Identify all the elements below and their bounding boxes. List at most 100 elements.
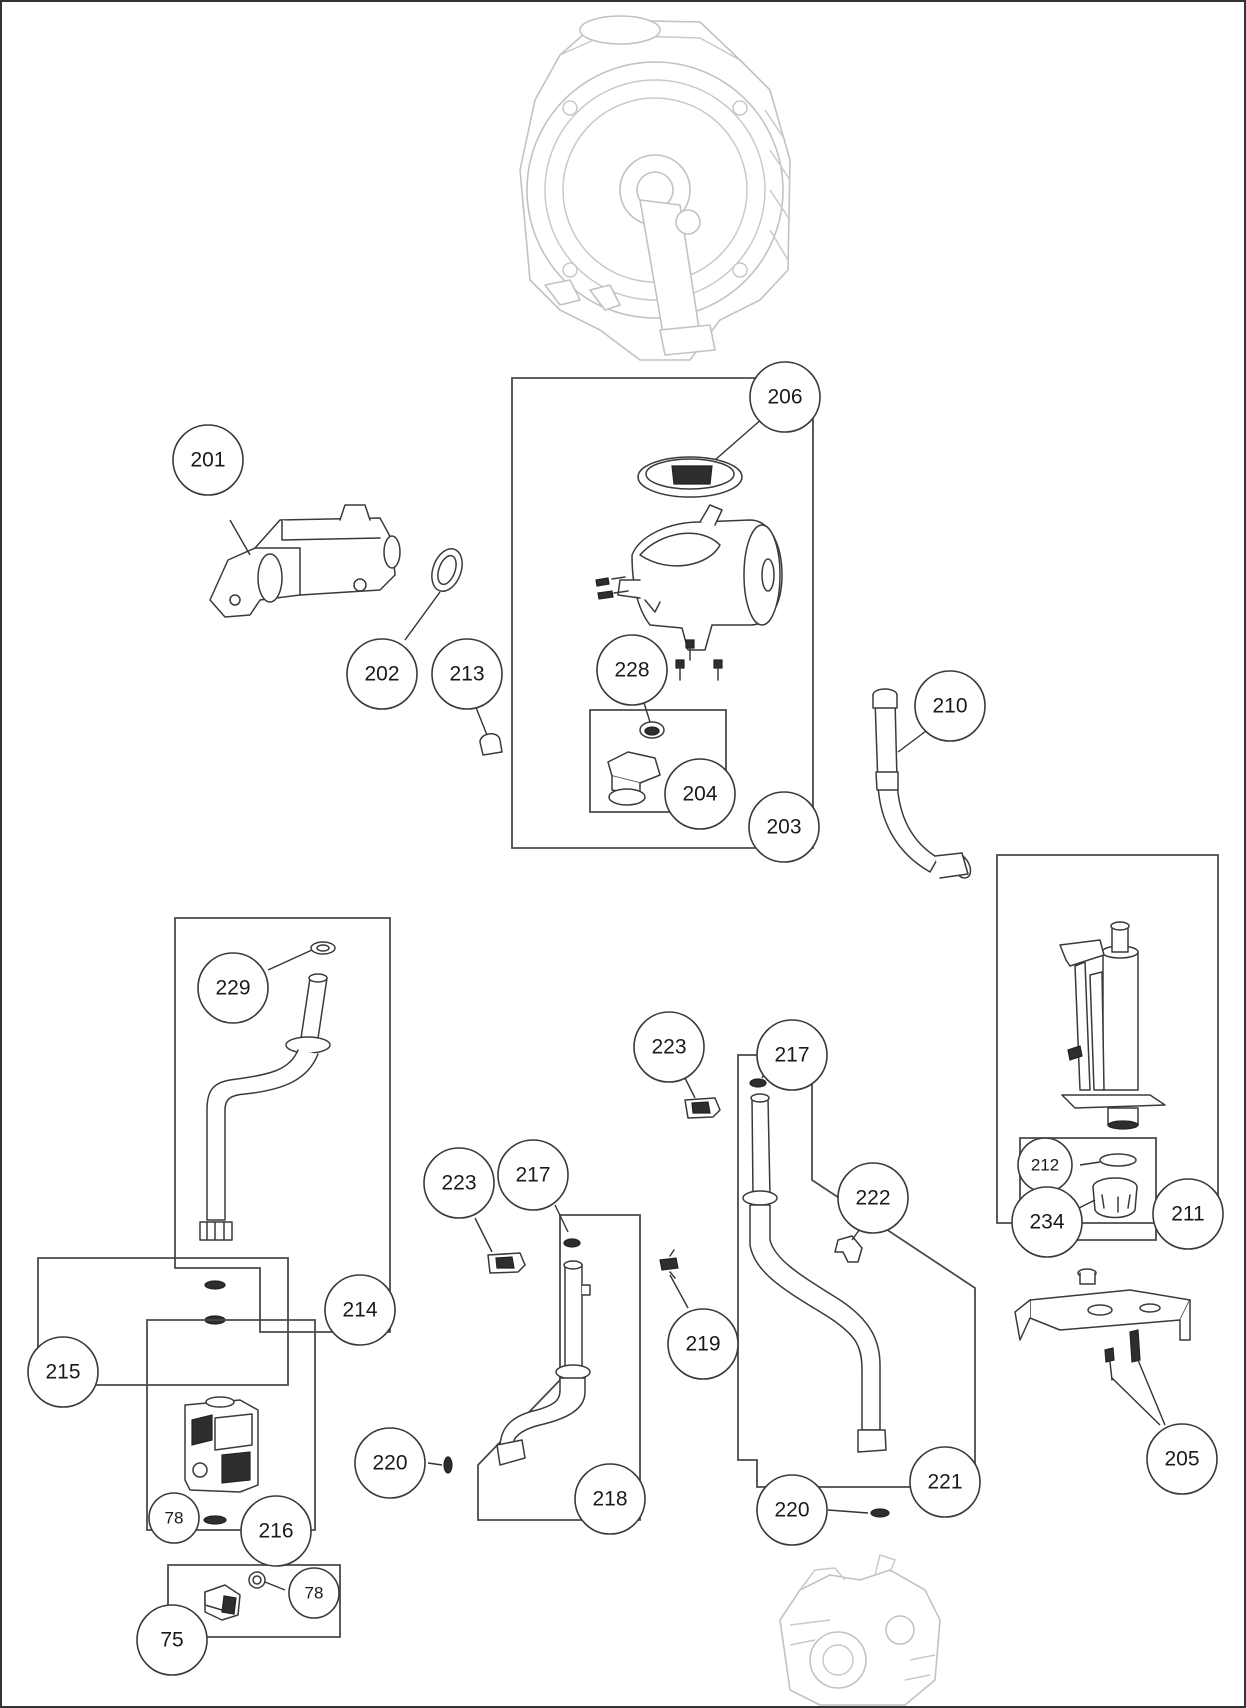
svg-text:222: 222 (855, 1187, 890, 1210)
svg-text:223: 223 (651, 1036, 686, 1059)
callout-220-b: 220 (756, 1474, 828, 1546)
svg-text:213: 213 (449, 663, 484, 686)
part-210-flue-pipe (872, 688, 972, 879)
svg-text:202: 202 (364, 663, 399, 686)
part-213-cap (479, 733, 503, 756)
callout-78-b: 78 (288, 1567, 340, 1619)
part-228-seal (639, 721, 665, 739)
callout-229: 229 (197, 952, 269, 1024)
valve-washer-78 (203, 1515, 227, 1525)
leader-201 (229, 519, 251, 556)
fan-body (617, 504, 783, 651)
part-78-ring (248, 1571, 266, 1589)
heating-return-pipe (742, 1093, 887, 1453)
svg-text:204: 204 (682, 783, 717, 806)
part-222-clip (834, 1235, 863, 1263)
leader-206 (714, 417, 764, 461)
callout-213: 213 (431, 638, 503, 710)
callout-214: 214 (324, 1274, 396, 1346)
part-229-washer (310, 941, 336, 955)
leader-217a (554, 1204, 569, 1233)
svg-text:75: 75 (160, 1629, 183, 1652)
leader-229 (267, 949, 313, 971)
callout-234: 234 (1011, 1186, 1083, 1258)
siphon-body (1059, 921, 1166, 1130)
frame-203 (511, 377, 814, 849)
callout-221: 221 (909, 1446, 981, 1518)
svg-text:212: 212 (1031, 1156, 1059, 1175)
callout-211: 211 (1152, 1178, 1224, 1250)
callout-220-a: 220 (354, 1427, 426, 1499)
frame-214 (174, 917, 391, 1333)
callout-217-a: 217 (497, 1139, 569, 1211)
svg-text:78: 78 (305, 1584, 324, 1603)
leader-220a (427, 1462, 443, 1466)
callout-222: 222 (837, 1162, 909, 1234)
part-223-clip-b (684, 1097, 721, 1119)
part-204-nonreturn-valve (607, 751, 661, 806)
callout-223-b: 223 (633, 1011, 705, 1083)
part-220-oring-a (443, 1456, 453, 1474)
svg-text:234: 234 (1029, 1211, 1064, 1234)
callout-215: 215 (27, 1336, 99, 1408)
frame-216 (146, 1319, 316, 1531)
callout-210: 210 (914, 670, 986, 742)
hydraulic-block-ghost (779, 1554, 941, 1706)
leader-213 (474, 704, 488, 736)
leader-220b (827, 1509, 869, 1514)
svg-text:218: 218 (592, 1488, 627, 1511)
part-219-clip (659, 1249, 679, 1279)
part-202-ring (431, 548, 463, 592)
heating-flow-pipe (496, 1260, 591, 1466)
part-234-siphon-cup (1092, 1177, 1138, 1219)
svg-text:201: 201 (190, 449, 225, 472)
callout-206: 206 (749, 361, 821, 433)
leader-219 (669, 1274, 689, 1309)
svg-text:214: 214 (342, 1299, 377, 1322)
svg-text:217: 217 (774, 1044, 809, 1067)
frame-215 (37, 1257, 289, 1386)
gas-valve (184, 1396, 259, 1493)
svg-text:229: 229 (215, 977, 250, 1000)
callout-212: 212 (1017, 1137, 1073, 1193)
callout-75: 75 (136, 1604, 208, 1676)
svg-text:220: 220 (774, 1499, 809, 1522)
svg-text:220: 220 (372, 1452, 407, 1475)
part-212-seal (1099, 1153, 1137, 1167)
callout-202: 202 (346, 638, 418, 710)
svg-text:78: 78 (165, 1509, 184, 1528)
callout-228: 228 (596, 634, 668, 706)
leader-223a (474, 1217, 493, 1253)
svg-text:221: 221 (927, 1471, 962, 1494)
svg-text:215: 215 (45, 1361, 80, 1384)
svg-text:223: 223 (441, 1172, 476, 1195)
leader-212 (1079, 1161, 1101, 1166)
part-201-venturi (209, 504, 401, 618)
gas-pipe (199, 973, 331, 1241)
svg-text:206: 206 (767, 386, 802, 409)
part-206-cover-plate (637, 456, 743, 498)
svg-text:203: 203 (766, 816, 801, 839)
callout-78-a: 78 (148, 1492, 200, 1544)
frame-215-washers (204, 1280, 226, 1325)
part-220-oring-b (870, 1508, 890, 1518)
part-205-bracket (1014, 1268, 1191, 1381)
leader-205a (1111, 1377, 1161, 1426)
leader-202 (404, 591, 441, 641)
part-217-washer-a (563, 1238, 581, 1248)
callout-223-a: 223 (423, 1147, 495, 1219)
svg-text:216: 216 (258, 1520, 293, 1543)
svg-text:219: 219 (685, 1333, 720, 1356)
leader-78b (264, 1581, 286, 1591)
callout-205: 205 (1146, 1423, 1218, 1495)
callout-218: 218 (574, 1463, 646, 1535)
svg-text:211: 211 (1171, 1203, 1204, 1226)
callout-217-b: 217 (756, 1019, 828, 1091)
leader-205b (1137, 1359, 1166, 1426)
part-217-washer-b (749, 1078, 767, 1088)
leader-210 (897, 727, 931, 753)
svg-text:228: 228 (614, 659, 649, 682)
callout-201: 201 (172, 424, 244, 496)
part-75-gas-cock (204, 1584, 241, 1621)
